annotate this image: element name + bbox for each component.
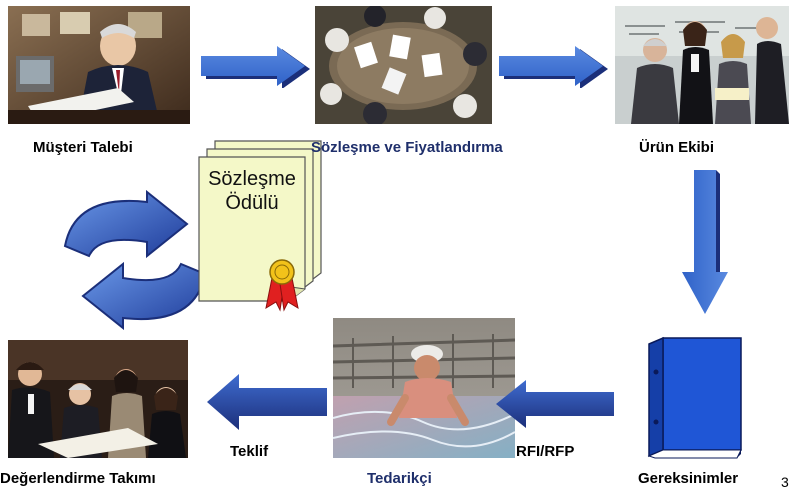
- arrow-down-icon: [680, 168, 730, 318]
- arrow-right-icon: [199, 44, 311, 88]
- node-label-supplier: Tedarikçi: [367, 470, 432, 487]
- cycle-arrows-icon: [55, 190, 225, 330]
- arrow-right-icon: [497, 44, 609, 88]
- evaluation-team-photo: [8, 340, 188, 458]
- award-line-2: Ödülü: [225, 192, 279, 214]
- supplier-photo: [333, 318, 515, 458]
- node-label-requirements: Gereksinimler: [638, 470, 739, 487]
- product-team-photo: [615, 6, 789, 124]
- award-title: Sözleşme Ödülü: [199, 167, 305, 215]
- contract-pricing-photo: [315, 6, 492, 124]
- node-label-customer-request: Müşteri Talebi: [33, 139, 133, 156]
- node-label-contract-pricing: Sözleşme ve Fiyatlandırma: [311, 139, 503, 156]
- edge-label-offer: Teklif: [230, 443, 269, 460]
- node-label-evaluation-team: Değerlendirme Takımı: [0, 470, 156, 487]
- award-line-1: Sözleşme: [208, 168, 296, 190]
- arrow-left-icon: [205, 372, 329, 434]
- edge-label-rfi-rfp: RFI/RFP: [516, 443, 575, 460]
- page-number: 3: [781, 474, 789, 490]
- node-label-product-team: Ürün Ekibi: [639, 139, 715, 156]
- ribbon-seal-icon: [264, 256, 300, 312]
- customer-request-photo: [8, 6, 190, 124]
- arrow-left-icon: [494, 378, 616, 432]
- document-stack-icon: Sözleşme Ödülü: [193, 139, 323, 311]
- binder-icon: [645, 336, 745, 460]
